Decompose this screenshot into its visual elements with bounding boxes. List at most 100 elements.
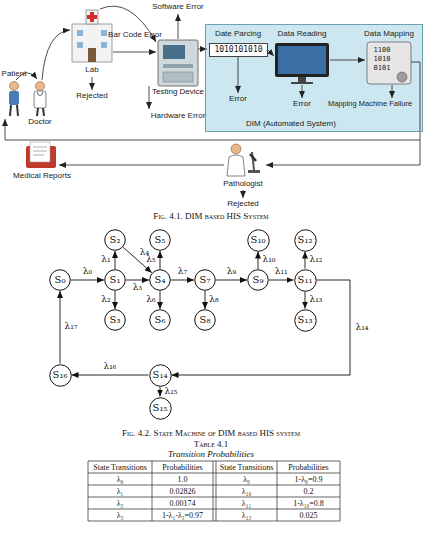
microscope-base — [248, 170, 260, 173]
return-line — [5, 119, 420, 140]
transition-rate: λ₁₅ — [164, 387, 179, 397]
stethoscope — [37, 92, 43, 96]
microscope-tube — [250, 154, 256, 161]
report-page — [30, 142, 50, 162]
table-caption: Transition Probabilities — [168, 449, 254, 459]
state-circle-shape — [195, 270, 216, 291]
table-rule — [88, 485, 340, 486]
doctor-head — [36, 82, 45, 91]
node-text: 1010101010 — [214, 45, 262, 55]
transition-rate: λ₁₀ — [262, 255, 277, 265]
binary-code: 0101 — [374, 64, 391, 72]
error-label: Error — [293, 100, 311, 109]
binary-code: 1010 — [374, 55, 391, 63]
table-cell: λ₂ — [117, 499, 124, 508]
error-label: Hardware Error — [151, 112, 206, 121]
table-cell: 0.00174 — [170, 499, 196, 508]
node-text: S₁₁ — [298, 275, 313, 285]
state-circle-shape — [150, 230, 171, 251]
node-text: S₁₀ — [251, 235, 266, 245]
microscope-arm — [252, 152, 254, 170]
flow-arrow — [42, 30, 70, 80]
figure-caption: Fig. 4.2. State Machine of DIM based HIS… — [122, 428, 300, 438]
state-circle: S₆ — [149, 309, 171, 331]
table-rule — [277, 461, 278, 521]
binary-code: 1100 — [374, 46, 391, 54]
state-circle: S₁₆ — [49, 364, 72, 387]
state-circle-shape — [105, 310, 126, 331]
monitor-screen — [278, 46, 326, 74]
step-label: Date Parcing — [215, 30, 261, 39]
error-arrow — [178, 14, 179, 39]
reject-label: Rejected — [76, 92, 108, 101]
error-label: Mapping Machine Failure — [328, 100, 412, 108]
patient-leg — [17, 105, 18, 116]
node-text: S₃ — [110, 315, 121, 325]
actor-label: Pathologist — [223, 180, 263, 189]
error-arrow — [238, 57, 239, 93]
transition-rate: λ₉ — [226, 267, 237, 277]
transition-arrow — [305, 252, 306, 269]
transition-arrow — [160, 387, 161, 397]
device-screen — [163, 45, 185, 59]
node-text: S₄ — [155, 275, 166, 285]
window — [101, 42, 107, 48]
state-circle: S₁₂ — [294, 229, 317, 252]
error-label: Software Error — [152, 3, 204, 12]
table-caption: Table 4.1 — [194, 439, 229, 449]
output-label: Medical Reports — [13, 172, 71, 181]
error-arrow — [392, 85, 393, 98]
error-label: Bar Code Error — [108, 31, 162, 40]
table-cell: 0.025 — [300, 511, 318, 520]
monitor-frame — [275, 43, 329, 77]
pathologist-coat — [227, 155, 245, 176]
actor-label: Patient — [2, 70, 27, 79]
transition-arrow — [72, 375, 149, 376]
transition-rate: λ₂ — [100, 295, 111, 305]
reject-label: Rejected — [227, 200, 259, 209]
transition-arrow — [171, 280, 194, 281]
table-cell: λ₁₀ — [242, 487, 251, 496]
transition-rate: λ₁₂ — [309, 255, 324, 265]
table-cell: λ₉ — [243, 475, 250, 484]
state-circle-shape — [105, 230, 126, 251]
state-circle-shape — [50, 270, 71, 291]
medical-reports-icon — [26, 142, 56, 168]
table-rule — [88, 509, 340, 510]
testing-device — [158, 40, 198, 86]
node-text: S₁₄ — [153, 370, 168, 380]
transition-arrow — [305, 292, 306, 309]
transition-rate: λ₁ — [100, 255, 111, 265]
table-header: State Transitions — [220, 463, 274, 472]
transition-arrow — [172, 280, 351, 375]
error-arrow — [302, 85, 303, 98]
state-circle-shape — [105, 270, 126, 291]
machine-gear — [397, 72, 407, 82]
machine-body — [367, 42, 411, 84]
transition-rate: λ₆ — [145, 295, 156, 305]
window — [77, 42, 83, 48]
transition-rate: λ₁₄ — [355, 323, 370, 333]
monitor-base — [291, 82, 313, 84]
error-label: Error — [229, 95, 247, 104]
flow-arrow — [267, 49, 274, 56]
state-circle: S₇ — [194, 269, 216, 291]
state-circle-shape — [248, 270, 269, 291]
table-rule — [88, 473, 340, 474]
patient-body — [9, 91, 19, 105]
device-slot — [163, 64, 193, 68]
reject-arrow — [92, 77, 93, 90]
node-text: S₂ — [110, 235, 121, 245]
window — [77, 30, 83, 36]
doctor-leg — [43, 108, 44, 116]
transition-arrow — [115, 291, 116, 309]
table-rule — [152, 461, 153, 521]
state-circle-shape — [247, 229, 269, 251]
state-circle: S₁₀ — [247, 229, 270, 252]
patient-figure — [9, 82, 19, 117]
report-line — [33, 151, 47, 152]
table-rule — [88, 521, 340, 522]
transition-arrow — [115, 251, 116, 269]
pathologist-figure — [227, 144, 260, 176]
error-arrow — [149, 86, 150, 109]
